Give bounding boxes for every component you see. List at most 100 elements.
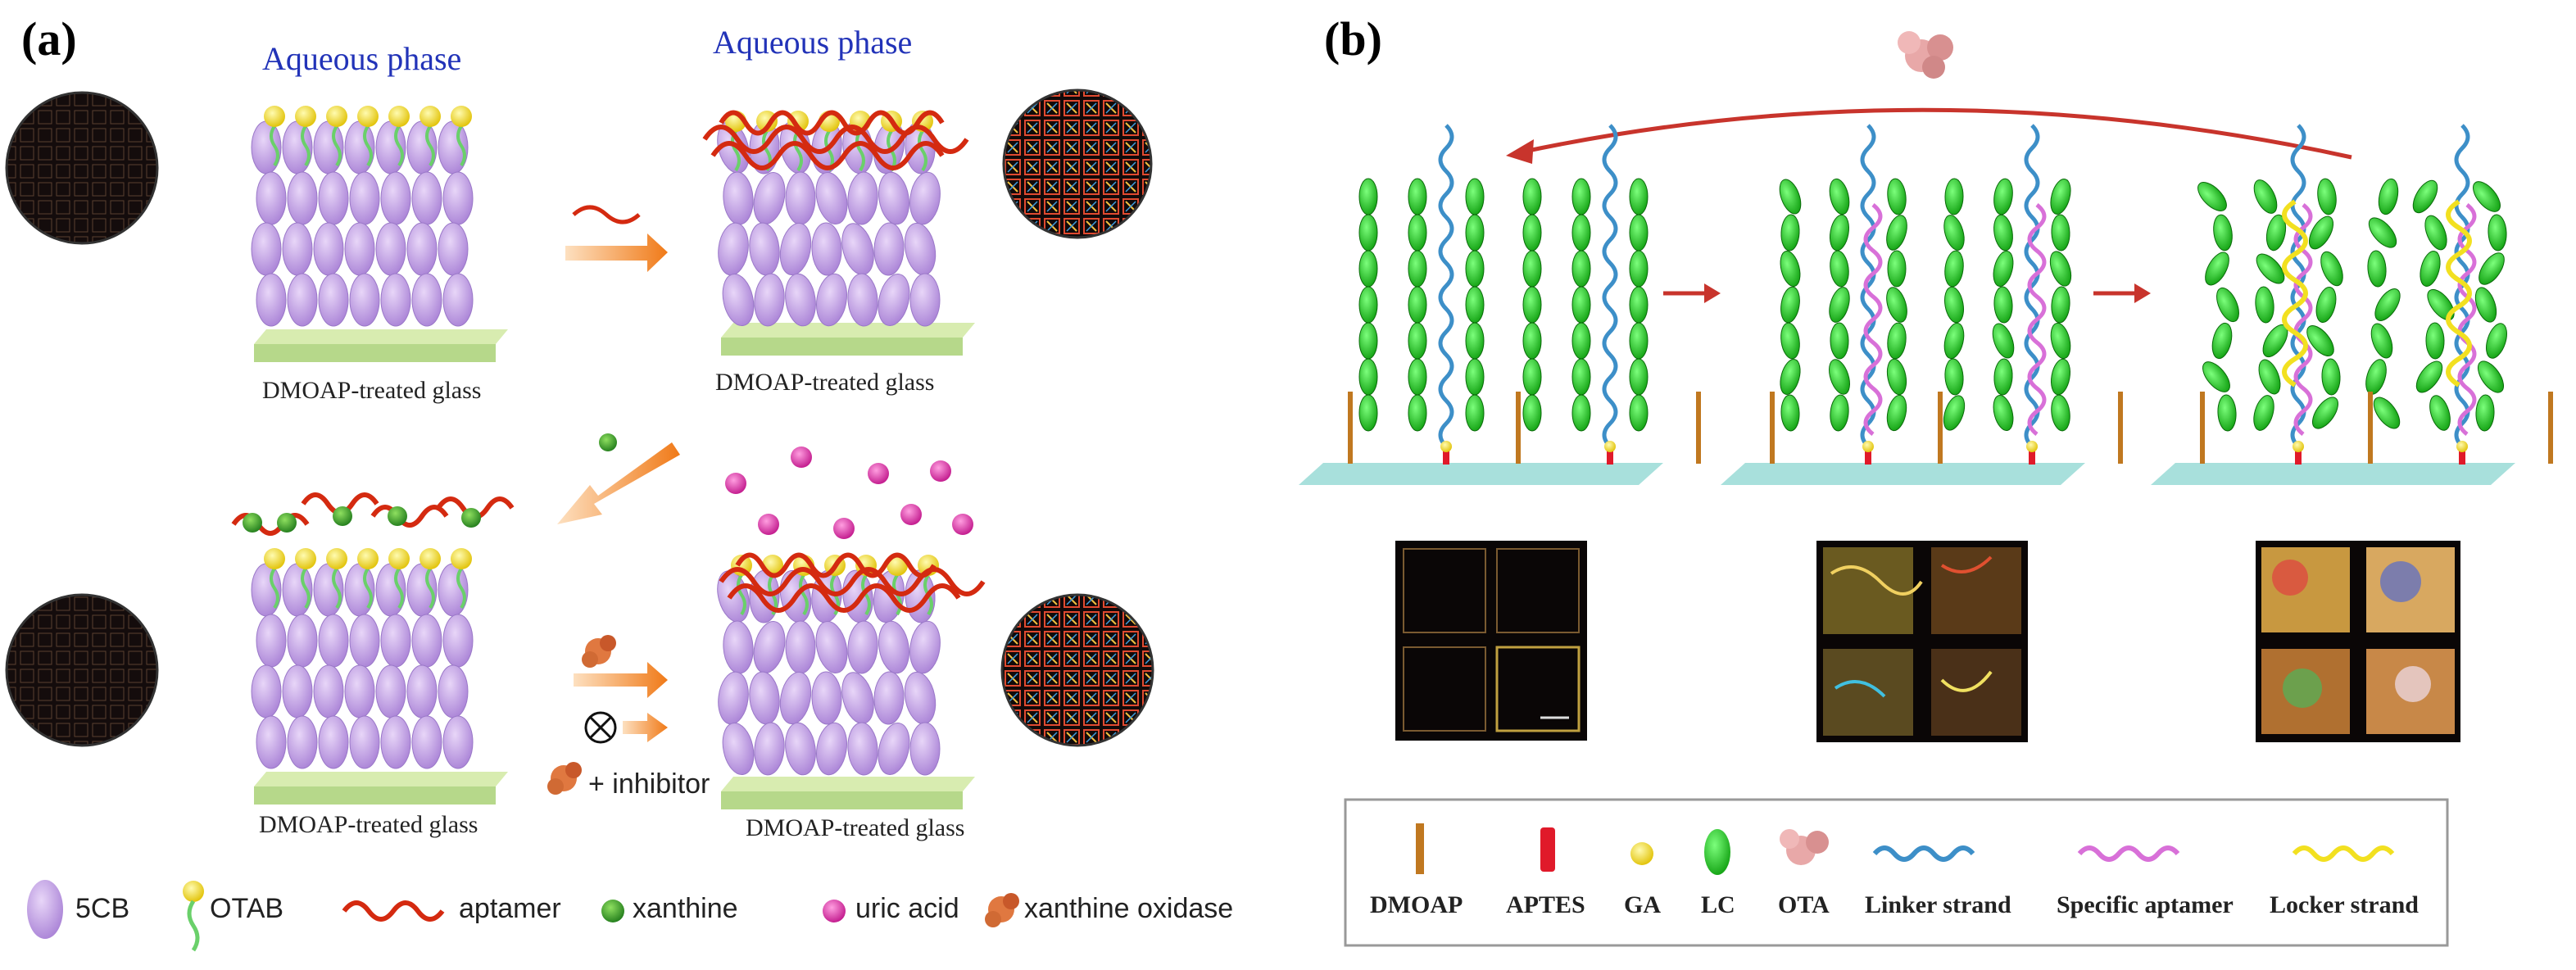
lc-molecule (2378, 178, 2399, 215)
micrograph-square-b3 (2256, 541, 2460, 742)
lc-molecule (1780, 394, 1800, 432)
lc-molecule (2370, 323, 2393, 359)
glass-base-b2 (1721, 463, 2085, 485)
lc-molecule (2306, 325, 2334, 356)
lc-5cb-molecule (380, 614, 411, 668)
lc-molecule (1522, 358, 1542, 396)
lc-5cb-molecule (718, 222, 749, 276)
micrograph-square-b1 (1395, 541, 1587, 741)
legend-aptes-icon (1540, 827, 1555, 872)
lc-5cb-molecule (754, 722, 785, 776)
otab-tail (425, 567, 435, 610)
lc-5cb-molecule (406, 222, 438, 276)
linker-strand (2024, 124, 2040, 448)
lc-molecule (1358, 358, 1378, 396)
lc-molecule (2205, 252, 2229, 286)
lc-molecule (1465, 178, 1485, 215)
otab-head (357, 106, 379, 127)
otab-head (264, 548, 285, 569)
lc-molecule (1993, 358, 2013, 396)
lc-molecule (1571, 394, 1591, 432)
lc-molecule (1465, 286, 1485, 324)
lc-molecule (2478, 252, 2505, 285)
legend-ga-label: GA (1624, 891, 1661, 918)
micrograph-dark-1 (5, 91, 159, 245)
lc-5cb-molecule (287, 171, 318, 225)
lc-5cb-molecule (406, 664, 438, 718)
lc-molecule (2420, 251, 2441, 287)
lc-5cb-molecule (313, 664, 344, 718)
lc-molecule (1993, 250, 2014, 288)
lc-molecule (1629, 178, 1649, 215)
otab-head (295, 548, 316, 569)
otab-head (264, 106, 285, 127)
arrow-right-bottom (547, 635, 668, 795)
lc-5cb-molecule (847, 722, 878, 776)
lc-molecule (1571, 250, 1591, 288)
red-arrow-step1 (1663, 283, 1721, 303)
lc-5cb-molecule (847, 171, 878, 225)
lc-molecule (2429, 395, 2451, 431)
lc-molecule (1358, 250, 1378, 288)
specific-aptamer-strand (2293, 203, 2313, 436)
lc-molecule (1780, 214, 1800, 252)
ga-linker (1440, 441, 1452, 452)
lc-5cb-molecule (749, 671, 780, 725)
lc-5cb-molecule (256, 273, 287, 327)
lc-molecule (2425, 322, 2445, 360)
lc-columns-b3 (2197, 124, 2553, 465)
lc-5cb-molecule (723, 620, 754, 674)
lc-molecule (1829, 359, 1850, 395)
lc-molecule (2051, 358, 2070, 396)
dmoap-rod (1938, 392, 1943, 464)
otab-tail (270, 125, 279, 167)
glass-base-b3 (2151, 463, 2515, 485)
ga-linker (1862, 441, 1874, 452)
lc-5cb-molecule (411, 171, 442, 225)
uric-acid-particles (725, 446, 973, 539)
lc-molecule (1629, 286, 1649, 324)
lc-5cb-molecule (442, 614, 474, 668)
lc-molecule (2474, 287, 2497, 323)
lc-molecule (1408, 394, 1427, 432)
lc-molecule (1629, 250, 1649, 288)
lc-molecule (2213, 214, 2233, 252)
lc-molecule (2051, 286, 2070, 324)
lc-5cb-molecule (815, 621, 848, 673)
lc-molecule (2427, 288, 2455, 321)
legend-ota-icon (1780, 829, 1829, 865)
lc-5cb-molecule (256, 614, 287, 668)
lc-molecule (2050, 179, 2071, 215)
legend-uric-acid-label: uric acid (855, 893, 959, 924)
legend-dmoap-label: DMOAP (1370, 891, 1463, 918)
lc-5cb-molecule (287, 715, 318, 769)
lc-molecule (2374, 288, 2401, 321)
lc-5cb-molecule (878, 171, 909, 225)
otab-tail (301, 567, 311, 610)
legend-ota-label: OTA (1778, 891, 1830, 918)
legend-linker-label: Linker strand (1865, 891, 2011, 918)
lc-5cb-molecule (841, 672, 874, 724)
legend-uric-acid-icon (823, 900, 846, 922)
lc-molecule (1886, 215, 1907, 251)
legend-ga-icon (1630, 842, 1653, 865)
lc-molecule (2202, 361, 2230, 392)
dmoap-rod (1516, 392, 1521, 464)
ga-linker (2456, 441, 2468, 452)
glass-slab-3 (254, 772, 508, 805)
dmoap-rod (1348, 392, 1353, 464)
aqueous-phase-label-2: Aqueous phase (713, 24, 913, 61)
lc-5cb-molecule (847, 273, 878, 327)
lc-molecule (1780, 286, 1800, 324)
lc-molecule (2258, 359, 2281, 395)
legend-dmoap-icon (1416, 823, 1424, 874)
lc-5cb-molecule (344, 664, 375, 718)
lc-molecule (2050, 322, 2071, 360)
lc-5cb-molecule (438, 222, 469, 276)
otab-head (326, 548, 347, 569)
glass-slab-4 (721, 777, 975, 809)
legend-aptamer-icon (342, 900, 445, 922)
lc-molecule (1943, 215, 1965, 251)
lc-molecule (1780, 359, 1801, 395)
aptes-anchor (2459, 446, 2465, 465)
